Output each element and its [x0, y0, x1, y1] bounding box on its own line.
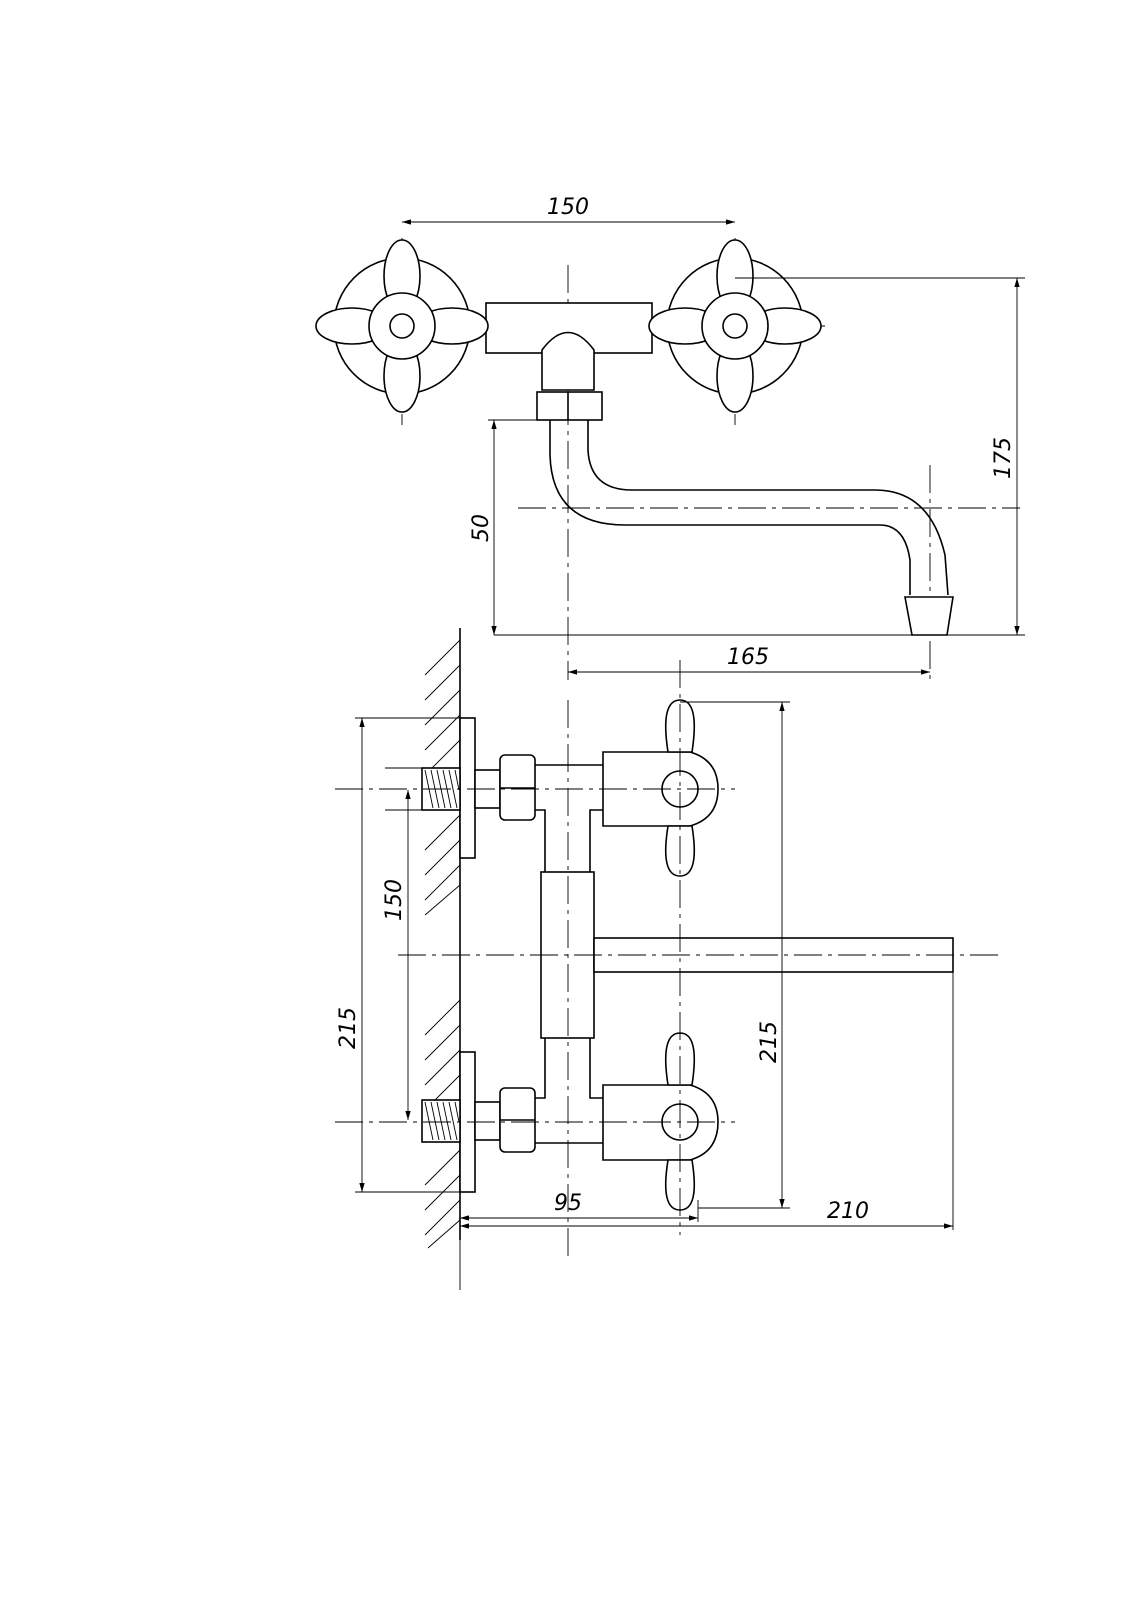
top-view: 150 175 50 165: [315, 195, 1025, 680]
dim-handle-height-right: 215: [757, 1021, 782, 1063]
lower-nut: [499, 1087, 536, 1153]
upper-nut: [499, 754, 536, 821]
dim-spout-reach: 165: [727, 645, 769, 670]
spout-head: [541, 331, 595, 391]
dim-handle-spacing: 150: [547, 195, 589, 220]
dim-inlet-spacing: 150: [382, 879, 407, 921]
side-view: 215 150 215 95 210: [335, 628, 1003, 1290]
right-cross-handle: [648, 239, 822, 413]
wall-hatching: [424, 639, 461, 1249]
dim-total-height: 175: [991, 437, 1016, 479]
dim-handle-offset: 95: [554, 1191, 582, 1216]
upper-handle-side: [602, 699, 719, 877]
dim-spout-drop: 50: [469, 514, 494, 542]
spout-nut: [536, 391, 603, 421]
dim-flange-height-left: 215: [336, 1007, 361, 1049]
spout-pipe-outer: [549, 420, 911, 595]
upper-flange: [459, 717, 476, 859]
left-cross-handle: [315, 239, 489, 413]
lower-thread: [421, 1099, 461, 1143]
aerator: [904, 596, 954, 636]
dim-spout-length: 210: [827, 1199, 869, 1224]
lower-handle-side: [602, 1032, 719, 1211]
